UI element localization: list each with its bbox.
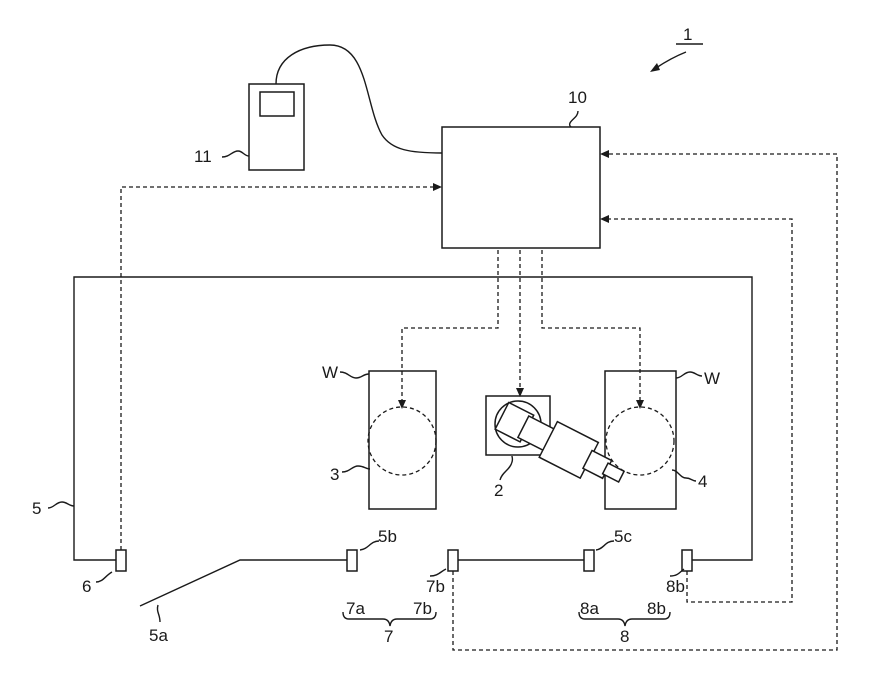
work-area-right-circle	[605, 406, 675, 476]
sensor-7b-label: 7b	[426, 577, 445, 596]
sensor-8a	[583, 549, 595, 572]
signal-to-work-area-right-arrowhead	[636, 400, 644, 409]
sensor-8a-label: 8a	[580, 599, 599, 618]
sensor-group-7: 7a 7b 7	[342, 599, 437, 646]
sensor-group-7-brace	[342, 611, 437, 627]
sensors: 6 7b 8b	[82, 549, 693, 596]
signal-to-work-area-left-arrowhead	[398, 400, 406, 409]
conveyor-loop-line	[73, 276, 753, 561]
work-area-right-label: 4	[698, 472, 707, 491]
workpiece-right: W 4	[604, 369, 720, 510]
conveyor-section-c-leader	[595, 540, 615, 551]
conveyor-section-a-label: 5a	[149, 626, 168, 645]
sensor-6-leader	[95, 571, 113, 583]
signal-from-sensor-group-8	[608, 218, 793, 603]
conveyor-section-c-label: 5c	[614, 527, 632, 546]
conveyor-inbound-line	[139, 559, 347, 607]
robot-arm	[494, 401, 626, 484]
controller-leader	[568, 110, 579, 128]
sensor-8b-group-label: 8b	[647, 599, 666, 618]
teach-pendant-cable	[275, 44, 443, 154]
signal-from-sensor-group-8-arrowhead	[600, 215, 609, 223]
sensor-group-8: 8a 8b 8	[578, 599, 671, 646]
conveyor-leader	[47, 501, 75, 509]
work-area-right-leader	[671, 469, 697, 482]
signal-to-work-area-right	[541, 250, 641, 403]
system-reference: 1	[650, 25, 703, 72]
workpiece-right-leader	[675, 371, 703, 379]
sensor-signal-lines	[120, 150, 838, 651]
sensor-6-label: 6	[82, 577, 91, 596]
control-signal-lines	[398, 250, 644, 409]
system-pointer-arrowhead	[650, 63, 660, 72]
workpiece-left-body	[368, 370, 437, 510]
sensor-8b-label: 8b	[666, 577, 685, 596]
workpiece-left: W 3	[322, 363, 437, 510]
signal-from-sensor-group-7-arrowhead	[600, 150, 609, 158]
conveyor-section-b-leader	[359, 540, 380, 551]
sensor-7b	[447, 549, 459, 572]
workpiece-right-label: W	[704, 369, 720, 388]
teach-pendant: 11	[194, 44, 443, 171]
system-pointer-line	[655, 51, 687, 69]
signal-from-sensor-group-7	[452, 153, 838, 651]
controller-label: 10	[568, 88, 587, 107]
sensor-group-8-brace	[578, 611, 671, 627]
conveyor: 5 5a 5b 5c	[32, 276, 753, 645]
sensor-8b-leader	[669, 568, 685, 577]
sensor-group-8-label: 8	[620, 627, 629, 646]
sensor-7b-group-label: 7b	[413, 599, 432, 618]
signal-to-robot-arrowhead	[516, 388, 524, 397]
robot-arm-tool	[601, 462, 626, 484]
sensor-7b-leader	[429, 568, 447, 577]
system-label: 1	[683, 25, 692, 44]
controller: 10	[441, 88, 601, 249]
teach-pendant-screen	[259, 91, 295, 117]
sensor-group-7-label: 7	[384, 627, 393, 646]
signal-to-work-area-left	[401, 250, 499, 403]
conveyor-section-a-leader	[156, 604, 161, 623]
robot: 2	[485, 395, 626, 500]
signal-from-sensor-6	[120, 186, 434, 550]
sensor-7a-label: 7a	[346, 599, 365, 618]
robot-label: 2	[494, 481, 503, 500]
workpiece-left-label: W	[322, 363, 338, 382]
work-area-left-circle	[367, 406, 437, 476]
controller-box	[441, 126, 601, 249]
sensor-8b	[681, 549, 693, 572]
signal-from-sensor-6-arrowhead	[433, 183, 442, 191]
work-area-left-label: 3	[330, 465, 339, 484]
sensor-6	[115, 549, 127, 572]
teach-pendant-label: 11	[194, 147, 212, 166]
workpiece-left-leader	[339, 371, 370, 379]
conveyor-section-b-label: 5b	[378, 527, 397, 546]
sensor-7a	[346, 549, 358, 572]
work-area-left-leader	[341, 465, 371, 473]
robot-leader	[499, 455, 514, 481]
teach-pendant-leader	[221, 150, 250, 158]
conveyor-label: 5	[32, 499, 41, 518]
